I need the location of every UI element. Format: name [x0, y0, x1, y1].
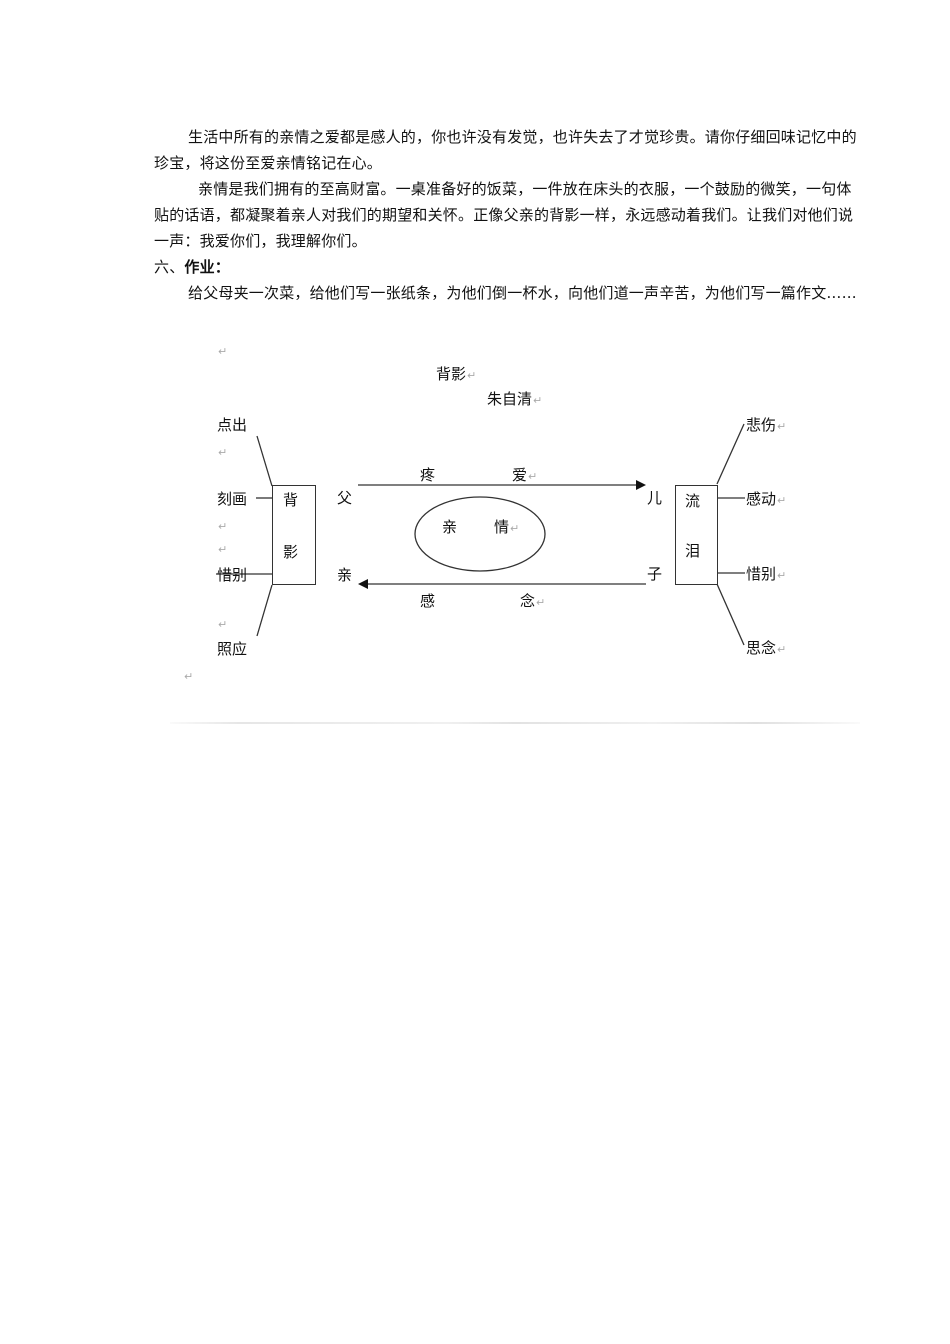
- paragraph-1: 生活中所有的亲情之爱都是感人的，你也许没有发觉，也许失去了才觉珍贵。请你仔细回味…: [154, 128, 857, 172]
- right-box-top-char: 流: [685, 492, 701, 510]
- left-label-kehua: 刻画: [217, 490, 248, 508]
- right-box-bottom-char: 泪: [685, 542, 701, 560]
- ellipse-right-char: 情↵: [494, 518, 520, 536]
- top-arrow-right-char: 爱↵: [512, 466, 538, 484]
- bottom-arrow-left-char: 感: [420, 592, 436, 610]
- right-label-beishang: 悲伤↵: [746, 416, 787, 434]
- left-label-xibie: 惜别: [217, 566, 248, 584]
- section-number: 六、: [154, 258, 185, 276]
- paragraph-mark: ↵: [218, 543, 228, 556]
- paragraph-2: 亲情是我们拥有的至高财富。一桌准备好的饭菜，一件放在床头的衣服，一个鼓励的微笑，…: [154, 180, 854, 250]
- right-label-gandong: 感动↵: [746, 490, 787, 508]
- paragraph-mark: ↵: [218, 618, 228, 631]
- left-box-beiying: [272, 485, 316, 585]
- right-label-xibie: 惜别↵: [746, 565, 787, 583]
- father-bottom-char: 亲: [337, 566, 353, 584]
- son-bottom-char: 子: [647, 565, 663, 583]
- right-label-sinian: 思念↵: [746, 639, 787, 657]
- homework-paragraph: 给父母夹一次菜，给他们写一张纸条，为他们倒一杯水，向他们道一声辛苦，为他们写一篇…: [188, 284, 857, 302]
- son-top-char: 儿: [647, 489, 663, 507]
- page-bottom-rule: [170, 722, 860, 724]
- father-top-char: 父: [337, 489, 353, 507]
- ellipse-left-char: 亲: [442, 518, 458, 536]
- left-box-top-char: 背: [283, 491, 299, 509]
- top-arrow-left-char: 疼: [420, 466, 436, 484]
- diagram-title: 背影↵: [436, 365, 477, 383]
- section-heading: 六、作业：: [154, 254, 866, 280]
- bottom-arrow-right-char: 念↵: [520, 592, 546, 610]
- diagram: ↵ ↵ ↵ ↵ ↵ ↵ 背影↵ 朱自清↵ 点出 刻画 惜别 照应 背 影 父 亲…: [184, 345, 787, 683]
- left-label-diandu: 点出: [217, 416, 248, 434]
- diagram-author: 朱自清↵: [487, 390, 543, 408]
- left-box-bottom-char: 影: [283, 543, 299, 561]
- left-label-zhaoying: 照应: [217, 640, 248, 658]
- paragraph-mark: ↵: [218, 520, 228, 533]
- paragraph-mark: ↵: [184, 670, 194, 683]
- right-box-liulei: [675, 485, 718, 585]
- diagram-lines: [216, 423, 745, 646]
- paragraph-mark: ↵: [218, 446, 228, 459]
- paragraph-mark: ↵: [218, 345, 228, 358]
- section-title: 作业：: [184, 258, 231, 276]
